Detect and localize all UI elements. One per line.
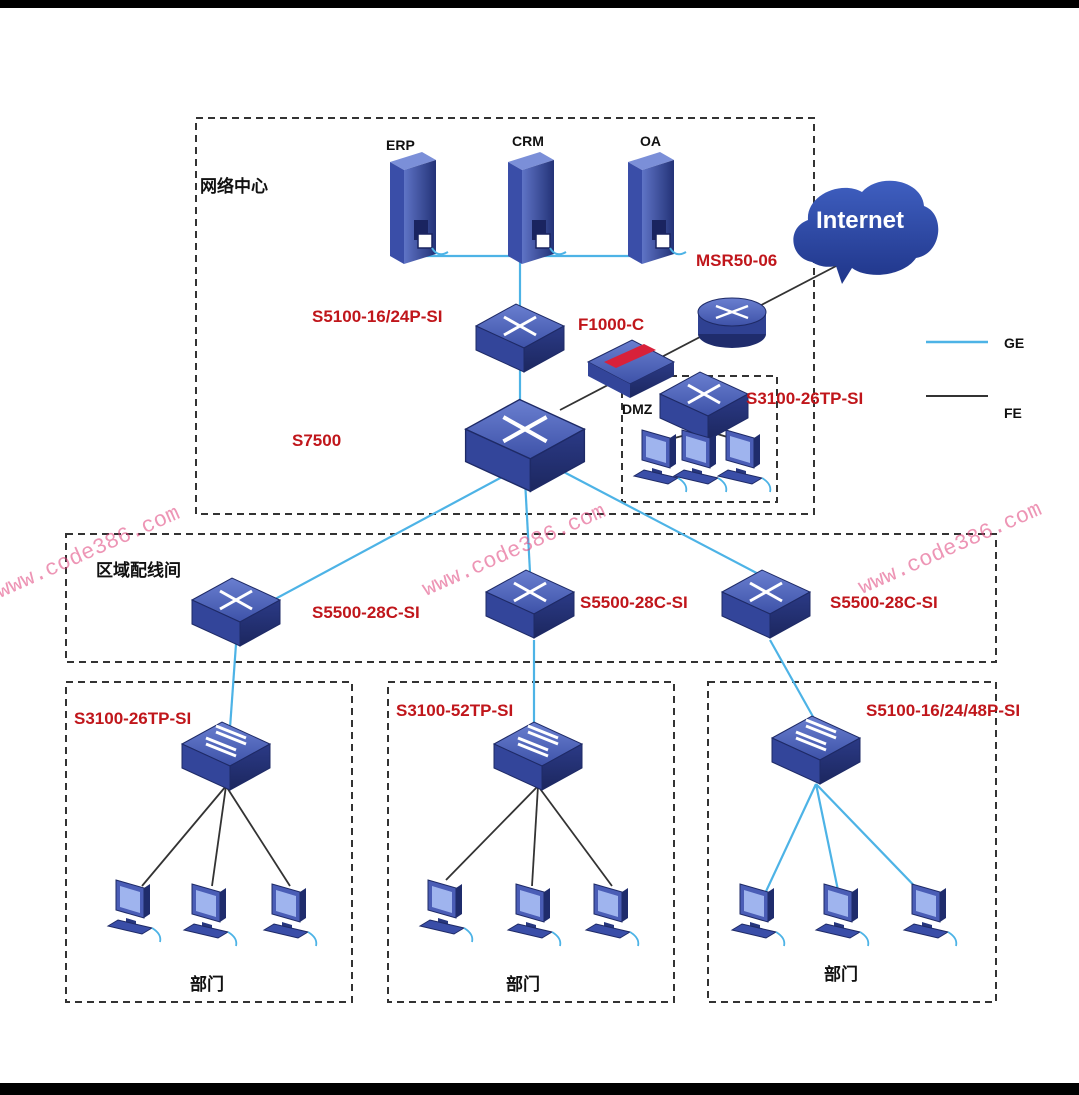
ge-link <box>814 783 842 901</box>
server-switch-label: S5100-16/24P-SI <box>312 307 442 326</box>
dist-switch-2-label: S5500-28C-SI <box>580 593 688 612</box>
fe-link <box>141 785 227 887</box>
dmz-pc-icon <box>673 429 728 493</box>
core-switch-icon <box>466 400 585 492</box>
ge-link <box>761 783 817 901</box>
core-switch-label: S7500 <box>292 431 341 450</box>
dept2-pc-icon <box>507 883 562 947</box>
ge-links <box>228 248 929 901</box>
network-center-label: 网络中心 <box>200 176 268 196</box>
dept1-pc-icon <box>107 879 162 943</box>
router-icon <box>697 297 767 348</box>
department-label-3: 部门 <box>824 964 858 984</box>
bottom-black-bar <box>0 1083 1079 1095</box>
access-switch-1-label: S3100-26TP-SI <box>74 709 191 728</box>
fe-link <box>211 785 227 887</box>
top-black-bar <box>0 0 1079 8</box>
ge-link <box>769 639 817 723</box>
distribution-zone <box>65 533 997 663</box>
oa-label: OA <box>640 133 661 149</box>
dist-switch-2-icon <box>484 568 576 640</box>
firewall-label: F1000-C <box>578 315 644 334</box>
access-switch-3-label: S5100-16/24/48P-SI <box>866 701 1020 720</box>
dept2-pc-icon <box>419 879 474 943</box>
internet-label: Internet <box>816 207 904 234</box>
legend-ge-label: GE <box>1004 335 1024 351</box>
dept3-pc-icon <box>731 883 786 947</box>
erp-label: ERP <box>386 137 415 153</box>
fe-link <box>537 785 613 887</box>
dept1-pc-icon <box>263 883 318 947</box>
dmz-switch-label: S3100-26TP-SI <box>746 389 863 408</box>
network-center-zone <box>195 117 815 515</box>
access-switch-3-icon <box>770 714 862 786</box>
department-zone-2 <box>387 681 675 1003</box>
dmz-pc-icon <box>633 429 688 493</box>
dmz-label: DMZ <box>622 401 653 417</box>
access-switch-1-icon <box>180 720 272 792</box>
dept2-pc-icon <box>585 883 640 947</box>
crm-label: CRM <box>512 133 544 149</box>
erp-server-icon <box>389 151 449 265</box>
ge-link <box>815 783 929 901</box>
internet-cloud: Internet <box>793 180 939 284</box>
watermark-3: www.code386.com <box>855 497 1046 600</box>
dist-switch-3-icon <box>720 568 812 640</box>
fe-link <box>225 785 291 887</box>
department-zone-3 <box>707 681 997 1003</box>
watermark-1: www.code386.com <box>0 501 184 604</box>
crm-server-icon <box>507 151 567 265</box>
department-label-1: 部门 <box>190 974 224 994</box>
department-label-2: 部门 <box>506 974 540 994</box>
dept3-pc-icon <box>815 883 870 947</box>
oa-server-icon <box>627 151 687 265</box>
dept3-pc-icon <box>903 883 958 947</box>
router-label: MSR50-06 <box>696 251 777 270</box>
legend: GE FE <box>926 335 1024 421</box>
access-switch-2-label: S3100-52TP-SI <box>396 701 513 720</box>
dist-switch-3-label: S5500-28C-SI <box>830 593 938 612</box>
ge-link <box>559 469 767 579</box>
fe-link <box>445 785 539 881</box>
ge-link <box>235 469 516 621</box>
fe-link <box>531 785 539 887</box>
dmz-switch-icon <box>658 370 750 442</box>
dept1-pc-icon <box>183 883 238 947</box>
dmz-pc-icon <box>717 429 772 493</box>
access-switch-2-icon <box>492 720 584 792</box>
department-zone-1 <box>65 681 353 1003</box>
ge-link <box>523 479 532 573</box>
dist-switch-1-label: S5500-28C-SI <box>312 603 420 622</box>
dist-switch-1-icon <box>190 576 282 648</box>
ge-link <box>228 643 238 729</box>
distribution-zone-label: 区域配线间 <box>96 560 181 580</box>
server-switch-icon <box>474 302 566 374</box>
firewall-icon <box>586 339 676 398</box>
legend-fe-label: FE <box>1004 405 1022 421</box>
